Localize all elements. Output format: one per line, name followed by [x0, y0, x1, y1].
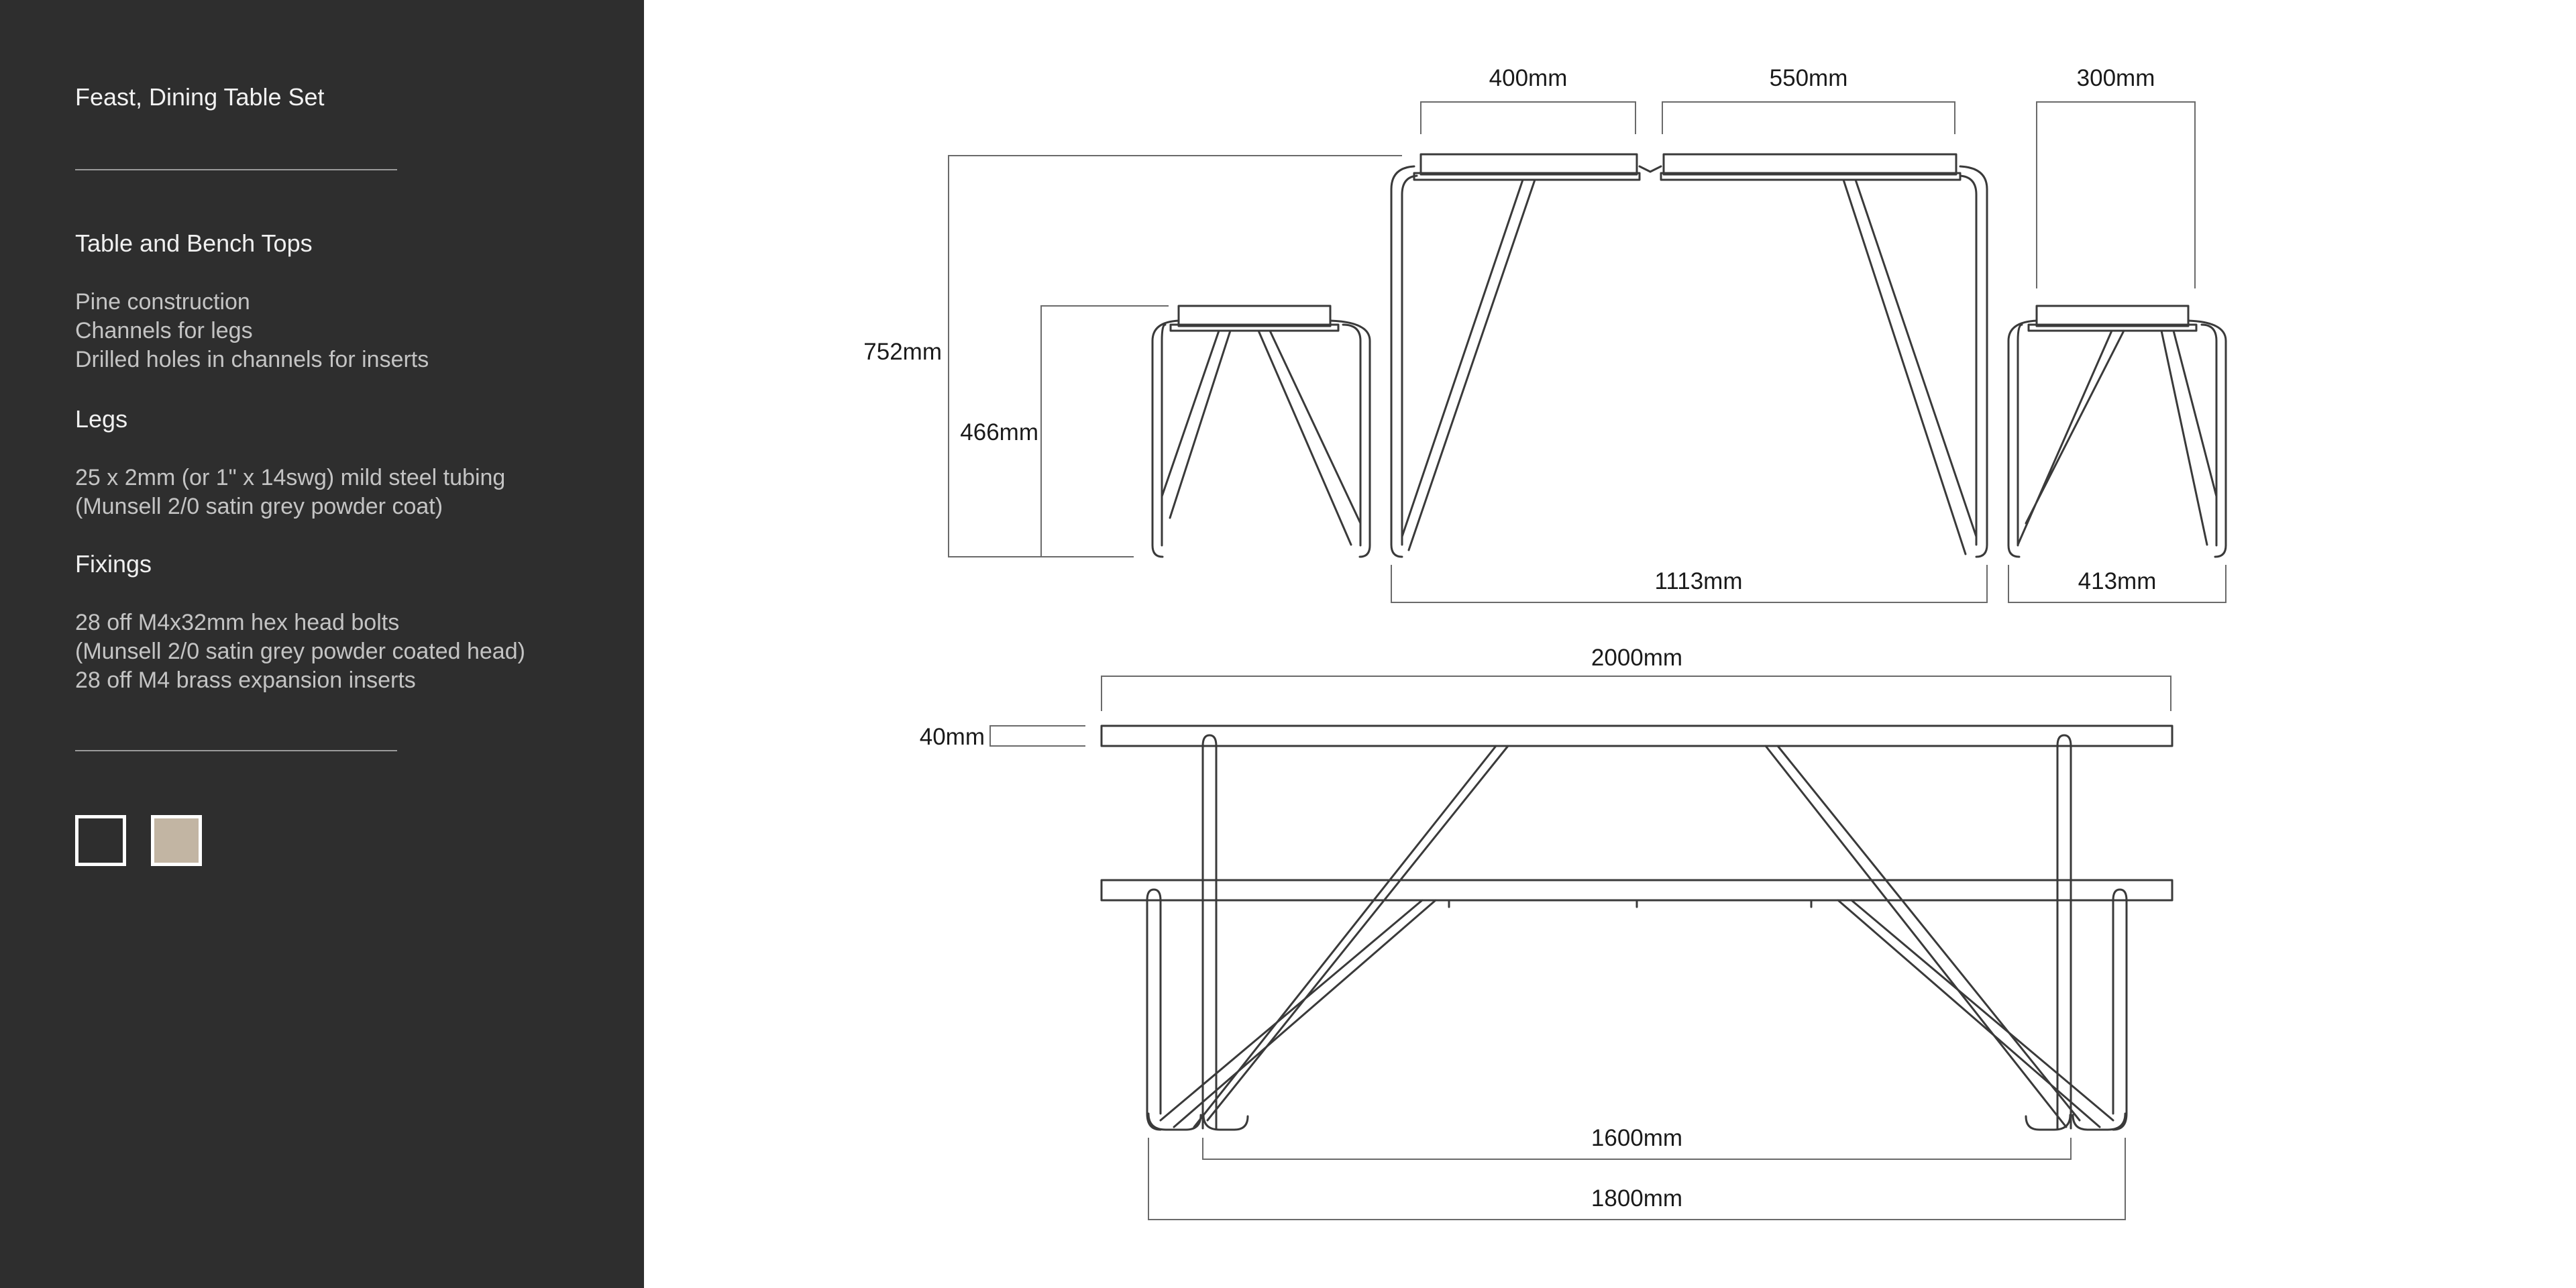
section-heading-tops: Table and Bench Tops — [75, 229, 313, 257]
table-side — [1390, 153, 1988, 558]
dim-line-1113 — [1391, 565, 1988, 603]
spec-line: 25 x 2mm (or 1" x 14swg) mild steel tubi… — [75, 465, 506, 490]
dim-label-550: 550mm — [1770, 65, 1848, 91]
bench-leg-cap — [2112, 888, 2128, 902]
section-body-fixings: 28 off M4x32mm hex head bolts (Munsell 2… — [75, 608, 525, 695]
bench-diagonal — [1837, 899, 2114, 1128]
left-bench-side — [1151, 305, 1371, 558]
leg-tube — [1390, 165, 1415, 558]
dim-line-2000 — [1101, 676, 2171, 711]
leg-diagonal — [1401, 178, 1536, 551]
bench-channel — [2027, 323, 2198, 332]
leg-bend — [1147, 1112, 1202, 1131]
spec-line: (Munsell 2/0 satin grey powder coat) — [75, 494, 443, 519]
dim-line-1800 — [1148, 1138, 2126, 1220]
table-leg — [1201, 745, 1218, 1130]
spec-line: Drilled holes in channels for inserts — [75, 347, 429, 372]
section-heading-fixings: Fixings — [75, 550, 152, 578]
section-body-tops: Pine construction Channels for legs Dril… — [75, 288, 429, 374]
bench-top — [2035, 305, 2190, 327]
leg-tube — [1401, 174, 1418, 546]
table-diagonal — [1764, 745, 2081, 1128]
table-top-left — [1419, 153, 1638, 176]
bench-leg — [2112, 899, 2128, 1131]
dim-label-300: 300mm — [2077, 65, 2155, 91]
leg-tube — [1151, 319, 1180, 558]
bench-channel — [1169, 323, 1340, 332]
color-swatch-pine[interactable] — [151, 815, 202, 866]
dim-label-2000: 2000mm — [1591, 645, 1682, 671]
leg-tube — [2017, 323, 2023, 547]
dim-label-466: 466mm — [960, 419, 1038, 445]
dim-label-40: 40mm — [920, 724, 985, 750]
section-heading-legs: Legs — [75, 405, 128, 433]
fixing-mark — [1448, 900, 1813, 908]
table-channel — [1660, 172, 1962, 181]
leg-bend — [2072, 1112, 2127, 1131]
dim-line-300 — [2036, 101, 2196, 288]
leg-bend — [1202, 1114, 1249, 1131]
sidebar: Feast, Dining Table Set Table and Bench … — [0, 0, 644, 1288]
leg-tube — [1959, 165, 1988, 558]
dim-line-466 — [1040, 305, 1169, 557]
table-channel — [1413, 172, 1641, 181]
right-bench-side — [2007, 305, 2227, 558]
leg-diagonal — [2160, 329, 2218, 546]
table-top-right — [1662, 153, 1957, 176]
dim-line-752 — [948, 155, 1402, 557]
front-view — [1100, 724, 2174, 1131]
divider — [75, 169, 397, 170]
leg-diagonal — [1161, 329, 1232, 519]
spec-line: Pine construction — [75, 289, 250, 315]
bench-leg — [1146, 899, 1162, 1131]
dim-line-550 — [1662, 101, 1955, 134]
table-leg — [2056, 745, 2072, 1130]
table-leg-cap — [1201, 734, 1218, 747]
spec-line: 28 off M4x32mm hex head bolts — [75, 610, 400, 635]
dim-line-413 — [2008, 565, 2226, 603]
leg-tube — [1959, 174, 1978, 546]
dim-label-1113: 1113mm — [1655, 568, 1743, 594]
section-body-legs: 25 x 2mm (or 1" x 14swg) mild steel tubi… — [75, 464, 505, 521]
leg-tube — [2200, 323, 2218, 547]
dim-line-40 — [989, 725, 1085, 747]
leg-tube — [1329, 319, 1371, 558]
dim-line-400 — [1420, 101, 1636, 134]
leg-diagonal — [2017, 329, 2125, 546]
leg-tube — [1161, 323, 1167, 547]
product-title: Feast, Dining Table Set — [75, 83, 325, 111]
bench-top-front — [1100, 879, 2174, 902]
dim-label-413: 413mm — [2078, 568, 2157, 594]
leg-tube — [1342, 323, 1362, 547]
dim-label-1600: 1600mm — [1591, 1125, 1682, 1151]
table-joint — [1638, 165, 1662, 173]
divider — [75, 750, 397, 751]
leg-bend — [2025, 1114, 2072, 1131]
dim-line-1600 — [1202, 1138, 2072, 1160]
dim-label-400: 400mm — [1489, 65, 1568, 91]
table-top-front — [1100, 724, 2174, 747]
leg-diagonal — [1842, 178, 1978, 555]
leg-tube — [2187, 319, 2227, 558]
leg-tube — [2007, 319, 2038, 558]
table-leg-cap — [2056, 734, 2072, 747]
color-swatch-dark-grey[interactable] — [75, 815, 126, 866]
spec-line: 28 off M4 brass expansion inserts — [75, 667, 416, 693]
spec-line: Channels for legs — [75, 318, 253, 343]
table-diagonal — [1193, 745, 1509, 1128]
spec-line: (Munsell 2/0 satin grey powder coated he… — [75, 639, 525, 664]
leg-diagonal — [1257, 329, 1362, 546]
dim-label-752: 752mm — [863, 339, 942, 365]
bench-top — [1177, 305, 1332, 327]
bench-leg-cap — [1146, 888, 1162, 902]
bench-diagonal — [1159, 899, 1437, 1128]
dim-label-1800: 1800mm — [1591, 1185, 1682, 1212]
